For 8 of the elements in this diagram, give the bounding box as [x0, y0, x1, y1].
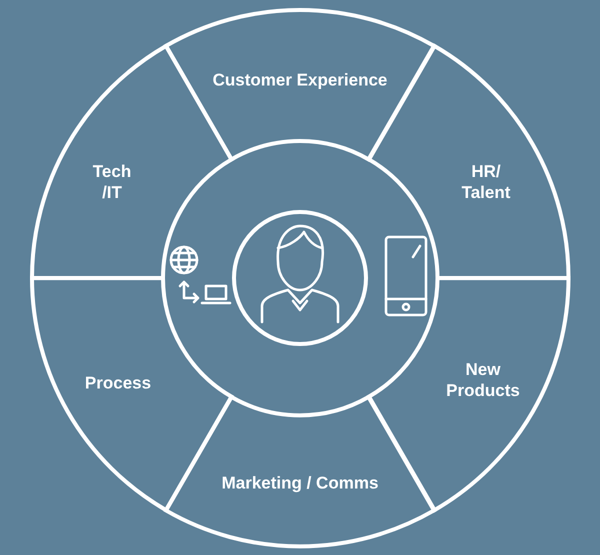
segment-label: Customer Experience [212, 70, 388, 90]
segment-label: Marketing / Comms [220, 472, 380, 494]
ring-segment [164, 8, 436, 162]
segment-label: Process [84, 372, 152, 394]
segment-label: Tech /IT [92, 160, 132, 203]
segment-label: HR/ Talent [460, 160, 512, 203]
segment-label: New Products [445, 359, 521, 401]
ring-segment [164, 394, 436, 548]
